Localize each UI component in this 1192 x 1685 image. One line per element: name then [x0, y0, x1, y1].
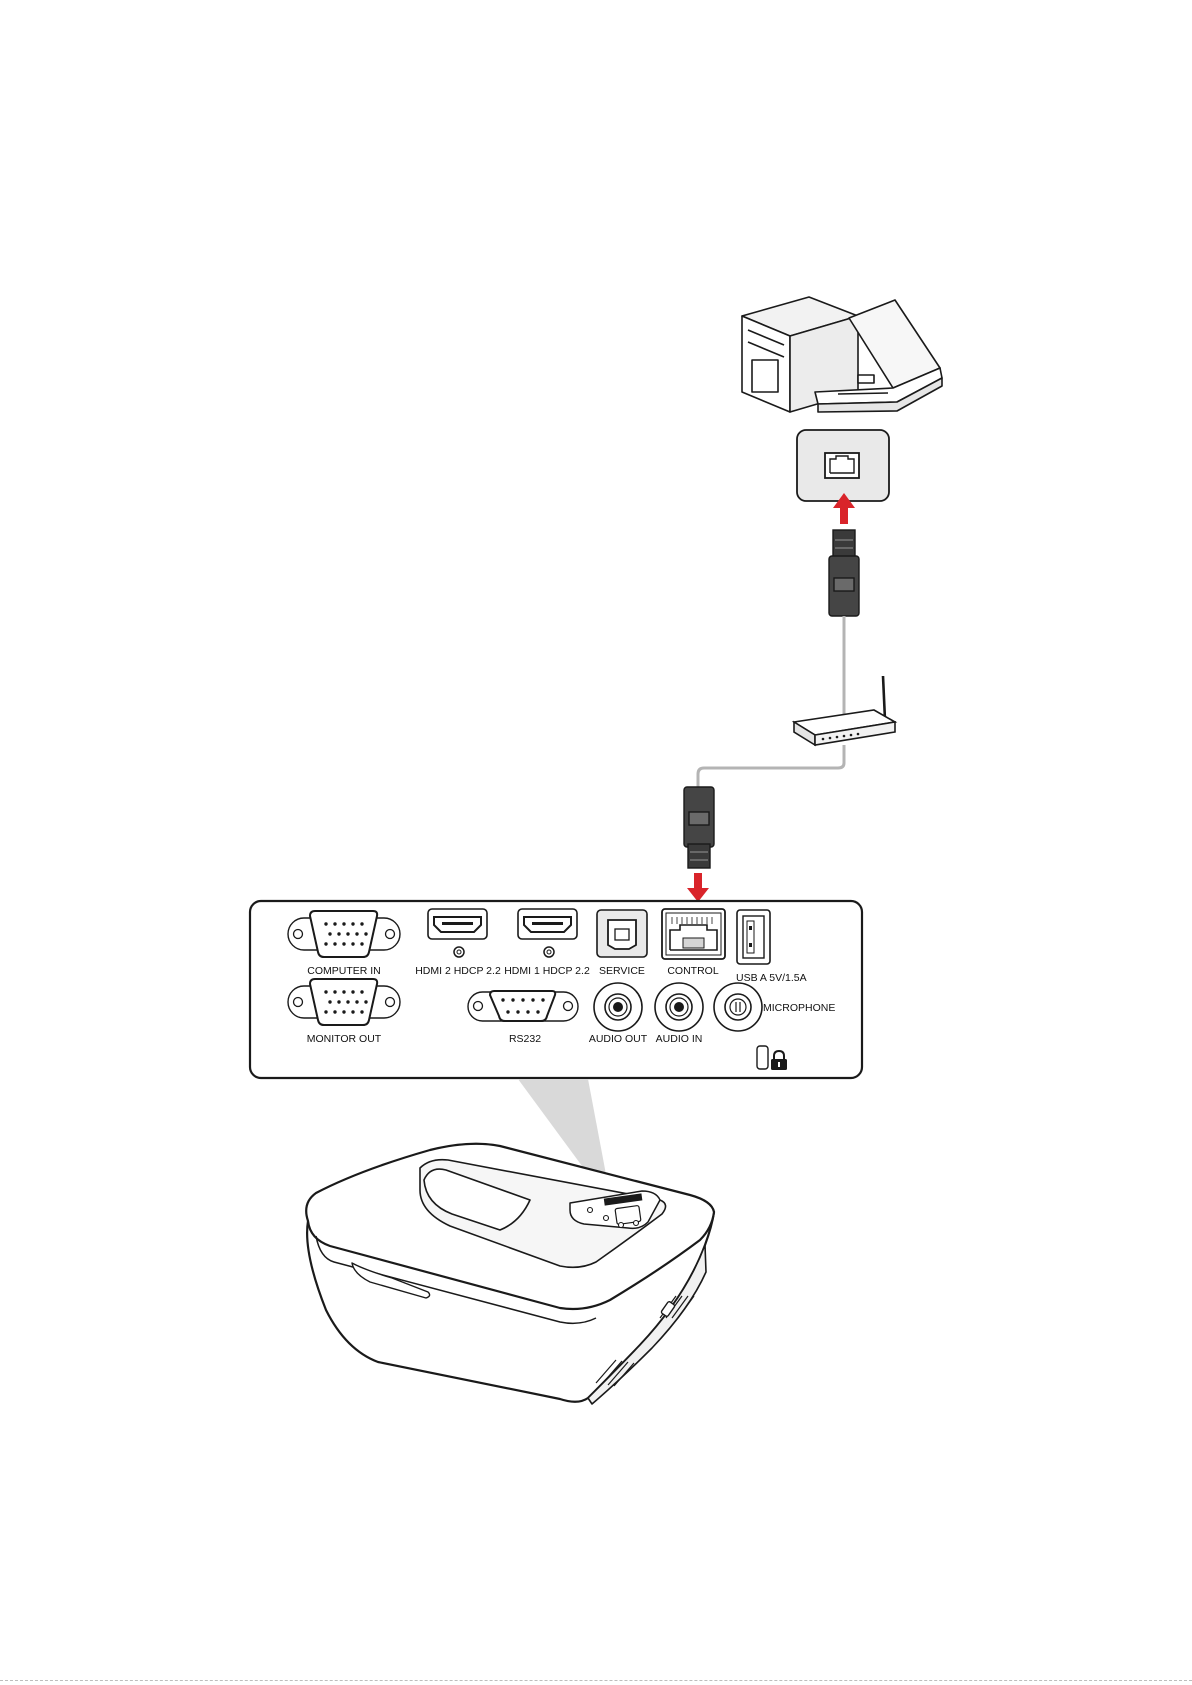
label-audio-in: AUDIO IN [656, 1033, 703, 1045]
label-control: CONTROL [667, 965, 718, 977]
rs232-port [468, 991, 578, 1021]
label-hdmi1: HDMI 1 HDCP 2.2 [504, 965, 590, 977]
label-audio-out: AUDIO OUT [589, 1033, 648, 1045]
desktop-tower-and-laptop-icon [742, 297, 942, 412]
label-service: SERVICE [599, 965, 645, 977]
cable-router-to-projector [698, 745, 844, 790]
computer-lan-port [797, 430, 889, 501]
label-computer-in: COMPUTER IN [307, 965, 381, 977]
vga-port-monitor-out [288, 979, 400, 1025]
rj45-port-icon [825, 453, 859, 478]
page-bottom-rule [0, 1680, 1192, 1681]
arrow-into-projector [687, 873, 709, 902]
usb-a-port [737, 910, 770, 964]
microphone-jack [714, 983, 762, 1031]
label-monitor-out: MONITOR OUT [307, 1033, 382, 1045]
label-usb: USB A 5V/1.5A [736, 972, 807, 984]
label-microphone: MICROPHONE [763, 1002, 835, 1014]
rj45-plug-icon [829, 530, 859, 616]
label-rs232: RS232 [509, 1033, 541, 1045]
label-hdmi2: HDMI 2 HDCP 2.2 [415, 965, 501, 977]
projector-icon [306, 1144, 714, 1404]
rj45-plug-icon [684, 787, 714, 868]
audio-out-jack [594, 983, 642, 1031]
usb-b-service-port [597, 910, 647, 957]
audio-in-jack [655, 983, 703, 1031]
projector-connector-panel: COMPUTER IN MONITOR OUT HDMI 2 HDCP 2.2 [250, 901, 862, 1078]
rj45-control-port [662, 909, 725, 959]
vga-port-computer-in [288, 911, 400, 957]
